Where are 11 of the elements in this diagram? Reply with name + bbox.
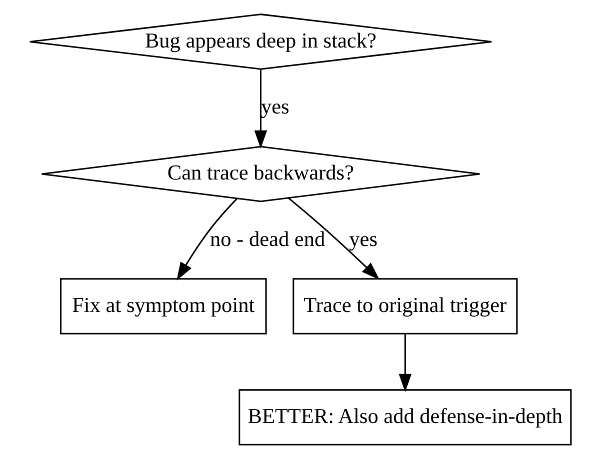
node-diamond: Can trace backwards? [40,146,480,202]
arrow [254,69,267,149]
arrow [176,198,238,281]
edge-label: no - dead end [209,226,325,251]
node-box: BETTER: Also add defense-in-depth [238,389,572,446]
arrow [398,334,412,392]
node-box: Trace to original trigger [292,278,518,334]
edge-label: yes [348,226,378,251]
node-box: Fix at symptom point [59,278,266,334]
node-diamond: Bug appears deep in stack? [28,14,492,70]
arrow [287,197,380,280]
